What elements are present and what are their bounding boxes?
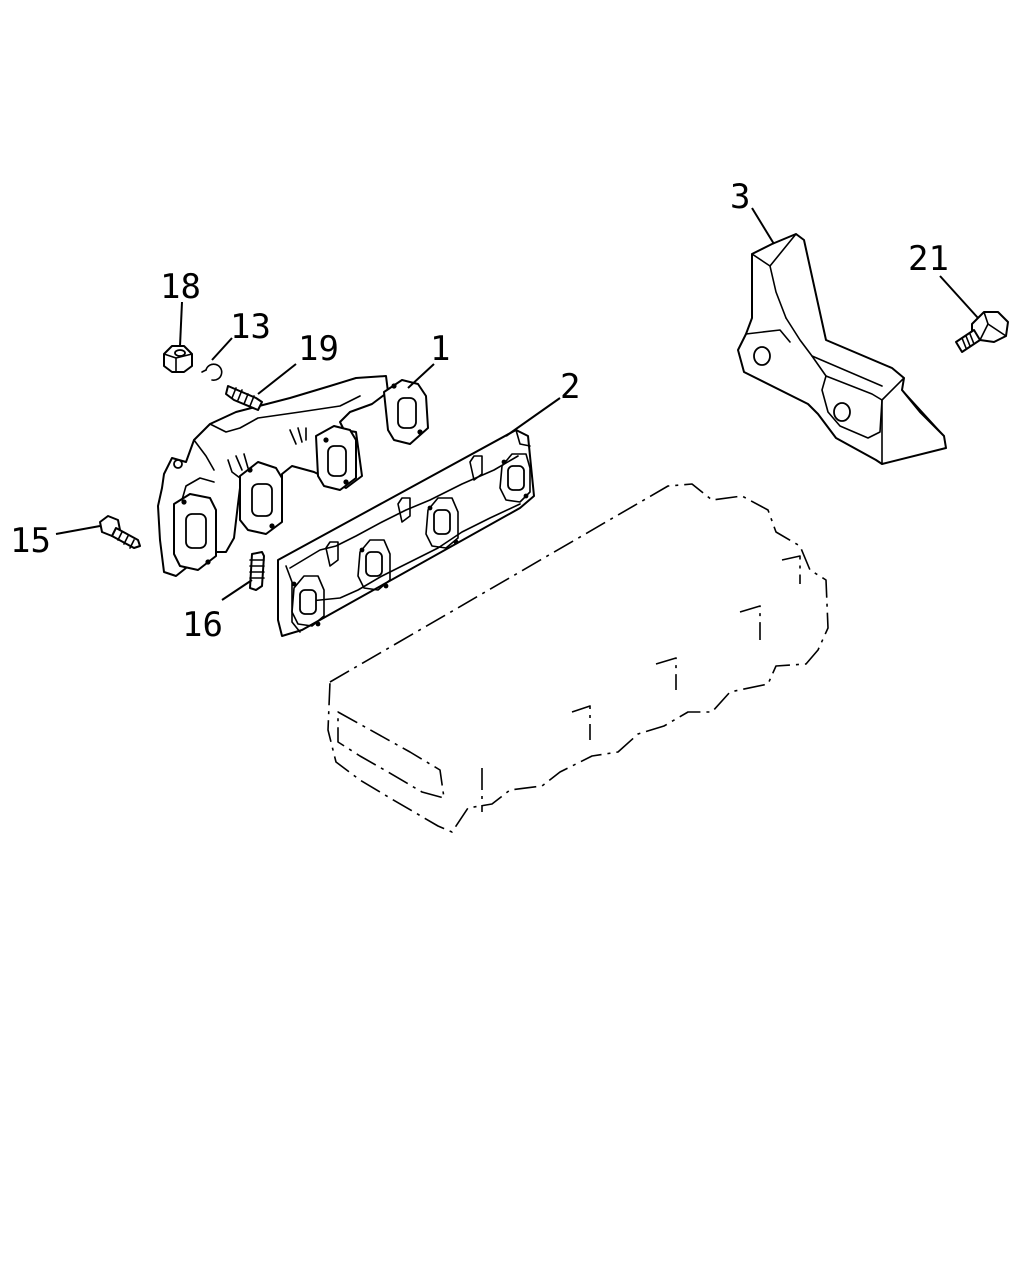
leader-19 — [257, 363, 297, 395]
leader-3 — [751, 207, 775, 245]
callout-numbers: 1 2 3 13 15 16 18 19 21 — [10, 177, 949, 645]
stud-part-19 — [225, 385, 263, 411]
callout-1: 1 — [430, 329, 450, 369]
callout-15: 15 — [10, 521, 51, 561]
leader-2 — [505, 397, 561, 437]
leader-18 — [179, 301, 183, 347]
callout-16: 16 — [182, 605, 223, 645]
stud-part-16 — [249, 551, 265, 591]
leader-lines — [55, 207, 979, 601]
exhaust-manifold-part-1 — [157, 375, 429, 577]
callout-13: 13 — [230, 307, 271, 347]
cylinder-head-phantom — [327, 483, 829, 833]
nut-part-18 — [163, 345, 193, 373]
bracket-part-3 — [737, 233, 947, 465]
callout-18: 18 — [160, 267, 201, 307]
manifold-gasket-part-2 — [277, 429, 535, 637]
leader-16 — [221, 579, 253, 601]
leader-21 — [939, 275, 979, 319]
callout-2: 2 — [560, 367, 580, 407]
clip-part-13 — [201, 363, 223, 381]
callout-19: 19 — [298, 329, 339, 369]
callout-21: 21 — [908, 239, 949, 279]
callout-3: 3 — [730, 177, 750, 217]
leader-15 — [55, 525, 101, 535]
bolt-part-15 — [99, 515, 141, 549]
bolt-part-21 — [955, 311, 1009, 353]
leader-1 — [407, 363, 435, 389]
leader-13 — [211, 337, 233, 361]
